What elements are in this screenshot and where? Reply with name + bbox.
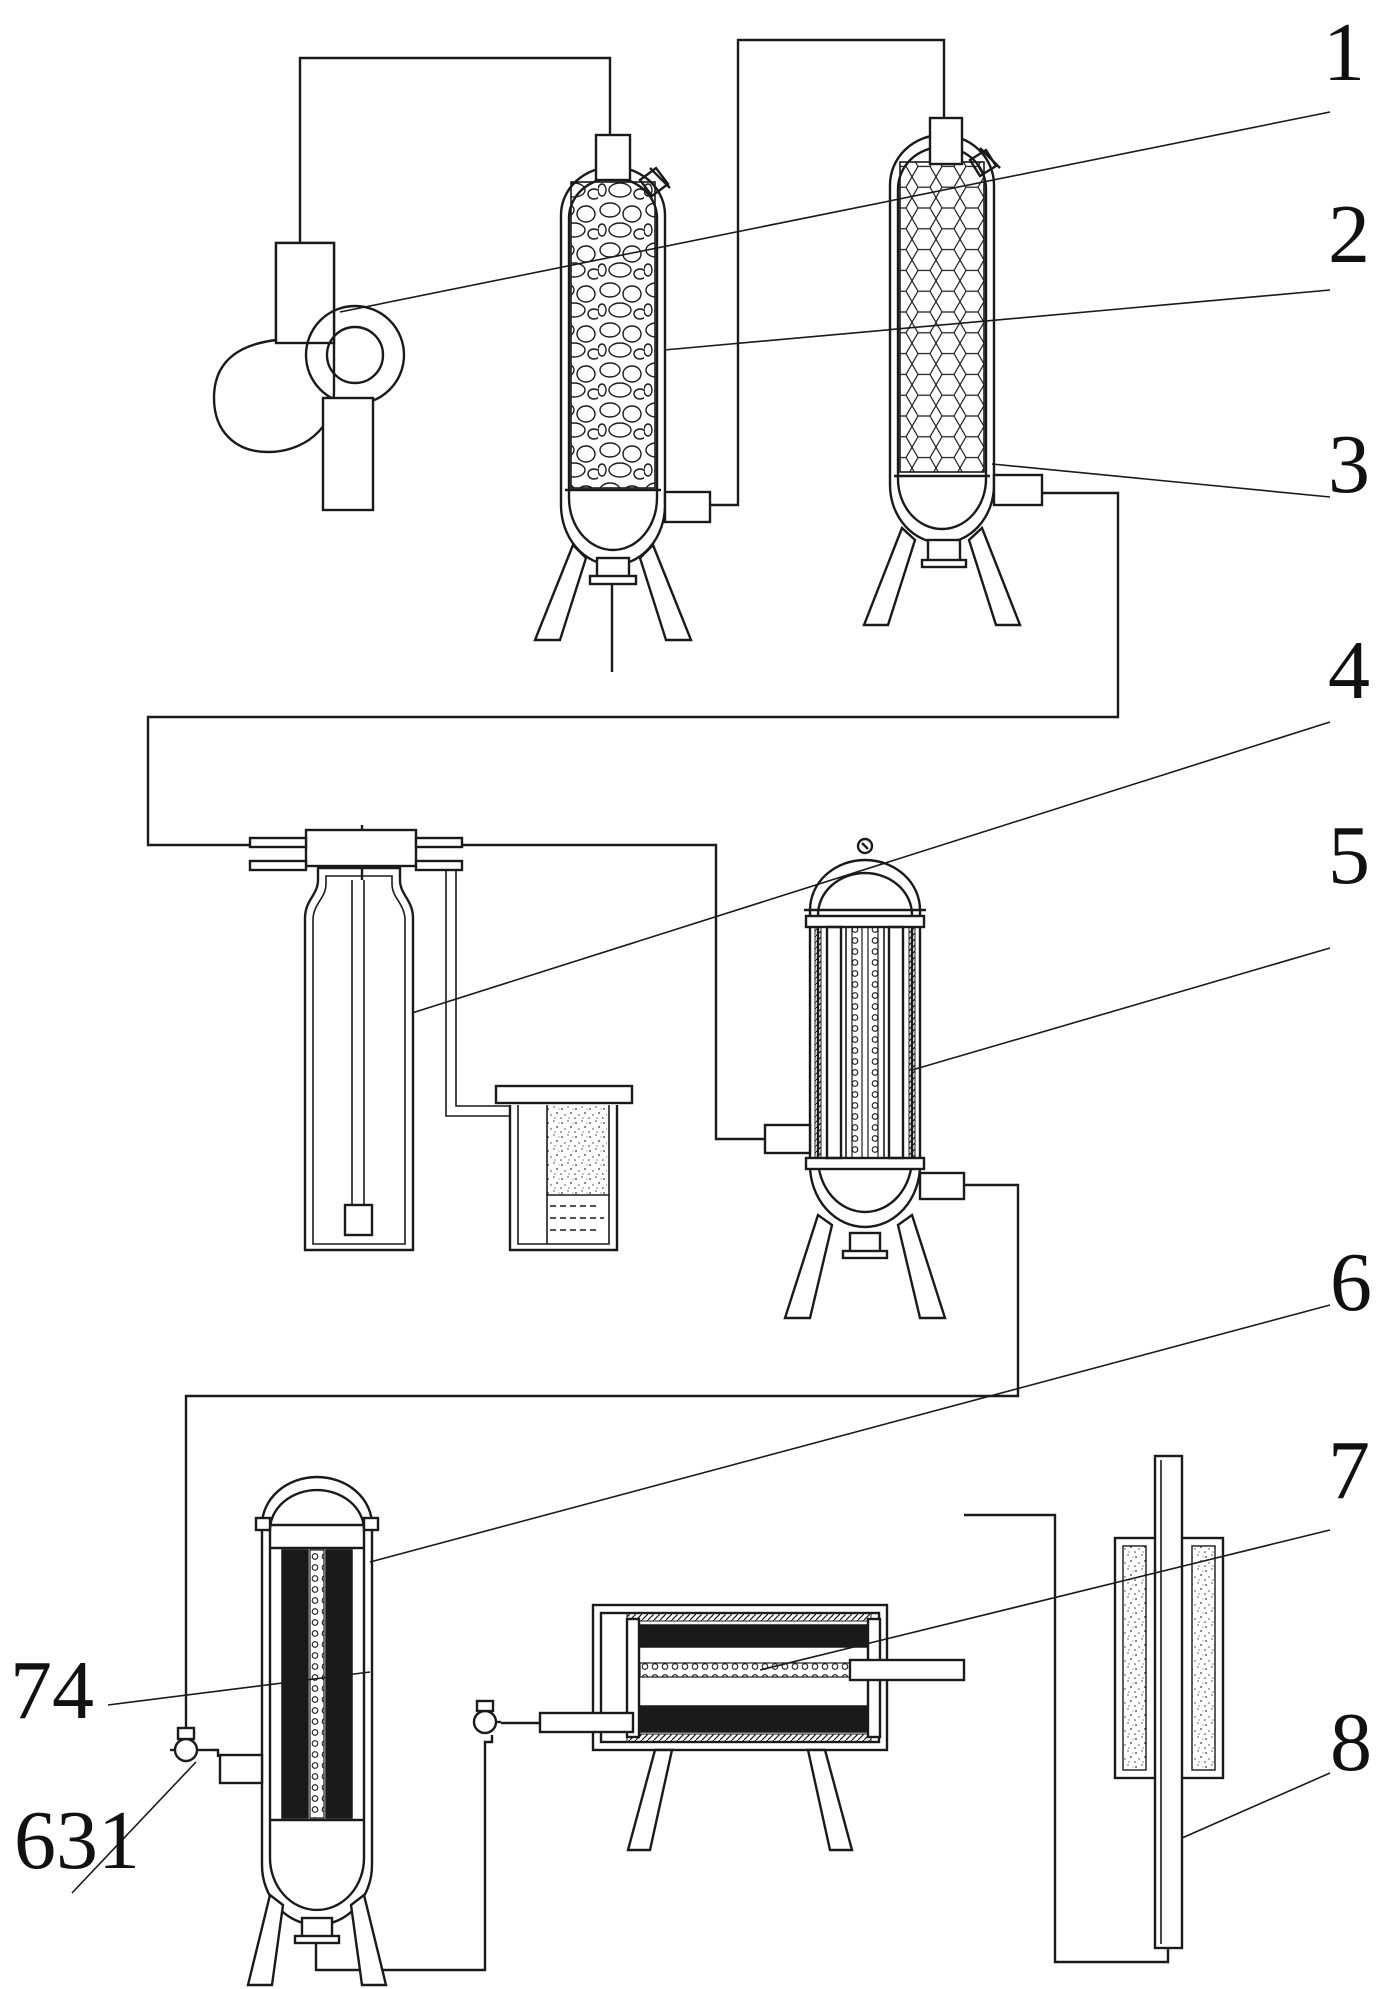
- valve-pump: [472, 1699, 501, 1735]
- horizontal-reactor-7: [538, 1603, 966, 1852]
- reference-numerals: 1 2 3 4 5 6 7 8 74 631: [10, 6, 1372, 1887]
- label-74: 74: [10, 1644, 94, 1737]
- label-5: 5: [1328, 809, 1370, 902]
- tower-2-honeycomb-bed: [862, 116, 1044, 627]
- label-631: 631: [14, 1794, 140, 1887]
- adsorber-vessel-6: [218, 1475, 388, 1987]
- filter-vessel-5: [763, 837, 966, 1320]
- valve-631: [170, 1726, 212, 1763]
- label-2: 2: [1328, 188, 1370, 281]
- canister-filter-8: [1113, 1454, 1225, 1950]
- label-4: 4: [1328, 624, 1370, 717]
- label-8: 8: [1330, 1696, 1372, 1789]
- label-7: 7: [1328, 1424, 1370, 1517]
- label-1: 1: [1323, 6, 1365, 99]
- leader-lines: [71, 111, 1331, 1894]
- label-6: 6: [1330, 1236, 1372, 1329]
- gas-bottle-and-tank: [248, 825, 634, 1252]
- tower-1-pebble-bed: [533, 133, 712, 642]
- label-3: 3: [1328, 418, 1370, 511]
- connecting-pipes: [146, 38, 1170, 1972]
- blower: [212, 241, 406, 512]
